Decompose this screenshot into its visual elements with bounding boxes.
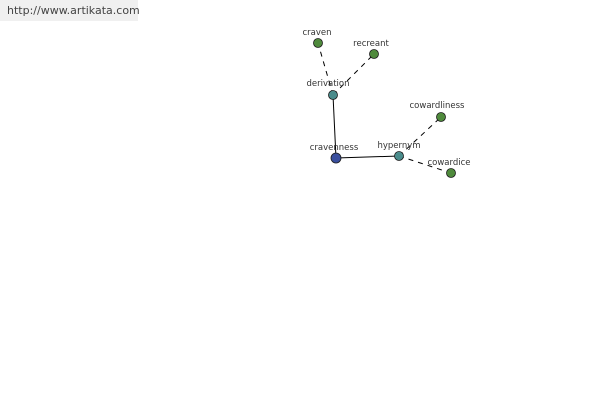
graph-nodes <box>313 38 456 178</box>
label-craven: craven <box>302 28 331 38</box>
label-cowardice: cowardice <box>427 158 470 168</box>
node-cowardice[interactable] <box>446 168 456 178</box>
site-url-link[interactable]: http://www.artikata.com <box>7 4 140 17</box>
node-craven[interactable] <box>313 38 323 48</box>
edge-cravenness-derivation <box>332 94 337 159</box>
label-hypernym: hypernym <box>377 141 420 151</box>
graph-labels: cravenness derivation hypernym craven recrea… <box>302 28 470 168</box>
label-cravenness: cravenness <box>310 143 359 153</box>
edge-cravenness-hypernym <box>335 155 400 159</box>
node-recreant[interactable] <box>369 49 379 59</box>
url-bar: http://www.artikata.com <box>0 0 140 21</box>
node-derivation[interactable] <box>328 90 338 100</box>
node-cowardliness[interactable] <box>436 112 446 122</box>
label-recreant: recreant <box>353 39 389 49</box>
node-hypernym[interactable] <box>394 151 404 161</box>
graph-edges <box>317 42 452 174</box>
label-derivation: derivation <box>306 79 349 89</box>
node-cravenness[interactable] <box>330 152 342 164</box>
label-cowardliness: cowardliness <box>410 101 466 111</box>
